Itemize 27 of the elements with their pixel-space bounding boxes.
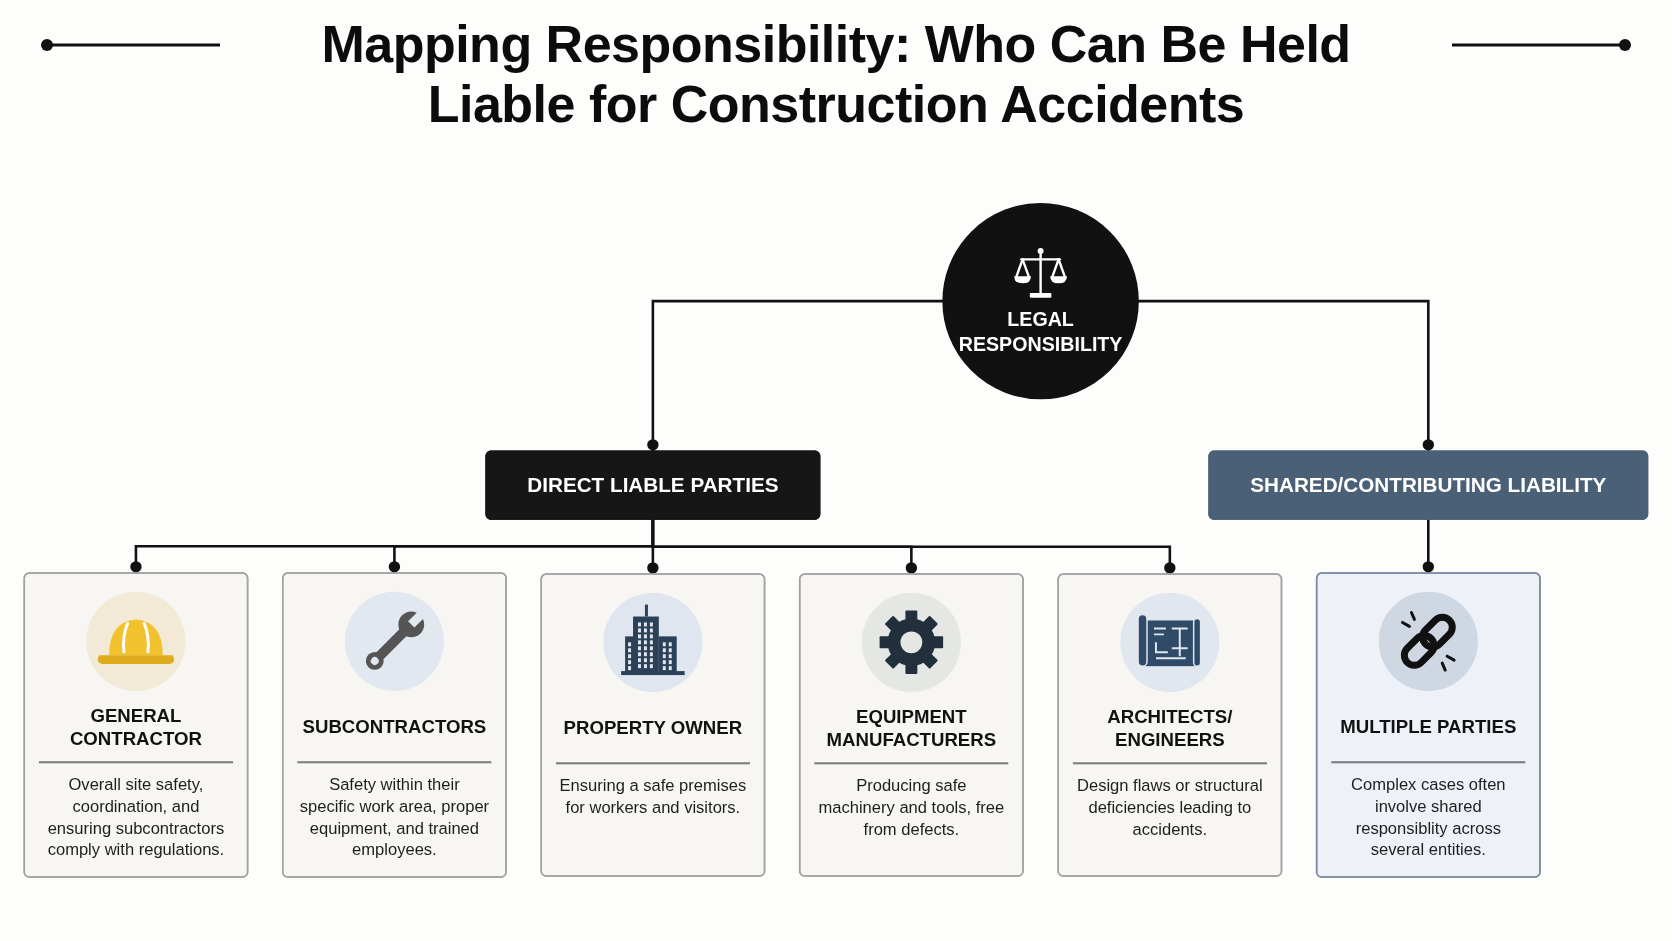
party-card <box>1057 573 1283 877</box>
party-card <box>798 573 1024 877</box>
party-description: Safety within their specific work area, proper equipment, and trained employees. <box>299 774 490 861</box>
party-heading: EQUIPMENT MANUFACTURERS <box>814 702 1009 765</box>
node-title: LEGAL RESPONSIBILITY <box>957 307 1124 358</box>
category-box <box>1208 450 1649 520</box>
party-description: Ensuring a safe premises for workers and visitors. <box>558 775 748 818</box>
party-heading: PROPERTY OWNER <box>555 702 751 765</box>
party-heading: GENERAL CONTRACTOR <box>38 701 234 764</box>
connector-line <box>1422 519 1434 574</box>
party-heading: MULTIPLE PARTIES <box>1331 701 1526 764</box>
category-title: DIRECT LIABLE PARTIES <box>526 472 780 499</box>
connector-line <box>651 519 1176 575</box>
circle-node <box>942 202 1139 400</box>
party-description: Producing safe machinery and tools, free from defects. <box>817 775 1006 840</box>
category-box <box>485 450 821 520</box>
party-heading: ARCHITECTS/ ENGINEERS <box>1072 702 1268 765</box>
party-card <box>540 573 766 877</box>
party-description: Overall site safety, coordination, and ensuring subcontractors comply with regulations. <box>46 774 226 861</box>
party-heading: SUBCONTRACTORS <box>297 701 492 764</box>
party-card <box>1315 572 1541 878</box>
party-description: Design flaws or structural deficiencies leading to accidents. <box>1076 775 1264 840</box>
party-card <box>23 572 249 878</box>
party-description: Complex cases often involve shared responsiblity across several entities. <box>1350 774 1507 861</box>
title: Mapping Responsibility: Who Can Be Held Liable for Construction Accidents <box>320 14 1352 134</box>
party-card <box>281 572 507 878</box>
category-title: SHARED/CONTRIBUTING LIABILITY <box>1249 472 1608 499</box>
